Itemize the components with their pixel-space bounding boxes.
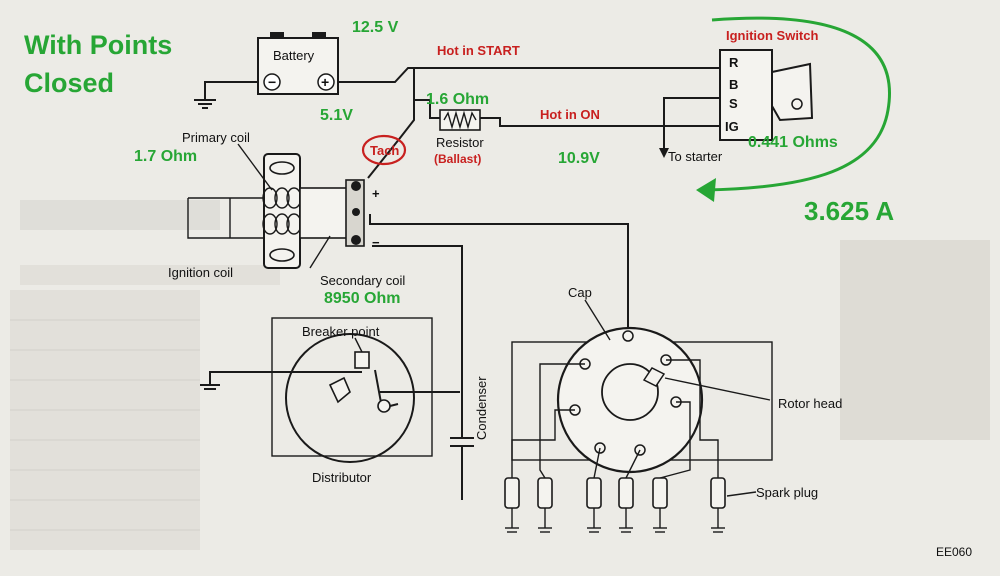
ignition-switch: R B S IG (719, 49, 814, 141)
condenser-label: Condenser (474, 376, 489, 440)
ignition-coil-label: Ignition coil (168, 265, 233, 280)
cap-label: Cap (568, 285, 592, 300)
spark-plug-4 (618, 477, 634, 533)
switch-terminal-b: B (729, 77, 738, 92)
battery-voltage: 12.5 V (352, 19, 399, 36)
spark-plugs (504, 477, 757, 533)
secondary-coil-label: Secondary coil (320, 273, 405, 288)
rotor-head-label: Rotor head (778, 396, 842, 411)
spark-plug-label: Spark plug (756, 485, 818, 500)
distributor-housing (271, 317, 433, 457)
tach-label: Tach (370, 143, 399, 158)
current-loop-arrow (704, 16, 891, 192)
ballast-label: (Ballast) (434, 152, 481, 166)
tach-voltage: 5.1V (320, 107, 353, 124)
high-tension-lead (369, 214, 629, 330)
hot-in-start-label: Hot in START (437, 43, 520, 58)
spark-plug-5 (652, 477, 668, 533)
tach-ring (361, 134, 407, 166)
coil-plus-sign: + (372, 186, 380, 201)
battery-label: Battery (273, 48, 315, 63)
resistor-out-wire (480, 117, 760, 127)
spark-plug-1 (504, 477, 520, 533)
switch-terminal-r: R (729, 55, 739, 70)
title-line-2: Closed (24, 68, 114, 98)
background-scan-remnants (10, 200, 990, 550)
distributor-label: Distributor (312, 470, 372, 485)
leader-lines (237, 143, 363, 353)
coil-feed-wire (367, 68, 415, 179)
distributor-cap (511, 299, 773, 474)
breaker-assembly (285, 333, 415, 463)
primary-ohms: 1.7 Ohm (134, 148, 197, 165)
spark-plug-6 (710, 477, 726, 533)
battery-positive-wire (326, 67, 720, 83)
switch-ohms: 0.441 Ohms (748, 134, 838, 151)
switch-terminal-s: S (729, 96, 738, 111)
current-arrow-head (696, 178, 716, 202)
hot-in-on-label: Hot in ON (540, 107, 600, 122)
wiring (187, 67, 760, 500)
coil-minus-sign: − (372, 235, 380, 250)
current-value: 3.625 A (804, 196, 894, 226)
primary-coil-label: Primary coil (182, 130, 250, 145)
resistor-label: Resistor (436, 135, 484, 150)
spark-plug-leads (511, 359, 719, 479)
resistor-in-wire (414, 99, 446, 119)
starter-wire (663, 97, 720, 150)
battery-plus-sign: + (321, 74, 329, 90)
battery-minus-sign: − (268, 74, 276, 90)
ballast-resistor (439, 109, 481, 131)
figure-code: EE060 (936, 545, 972, 559)
secondary-ohms: 8950 Ohm (324, 290, 400, 307)
battery: Battery − + (257, 32, 339, 95)
breaker-point-label: Breaker point (302, 324, 380, 339)
resistor-ohms: 1.6 Ohm (426, 91, 489, 108)
switch-voltage: 10.9V (558, 150, 600, 167)
ignition-switch-label: Ignition Switch (726, 28, 818, 43)
labels: With Points Closed 12.5 V Hot in START I… (24, 19, 972, 559)
to-starter-label: To starter (668, 149, 723, 164)
battery-ground-wire (204, 81, 262, 100)
coil-negative-wire (372, 245, 463, 395)
spark-plug-3 (586, 477, 602, 533)
spark-plug-2 (537, 477, 553, 533)
title-line-1: With Points (24, 30, 172, 60)
switch-terminal-ig: IG (725, 119, 739, 134)
